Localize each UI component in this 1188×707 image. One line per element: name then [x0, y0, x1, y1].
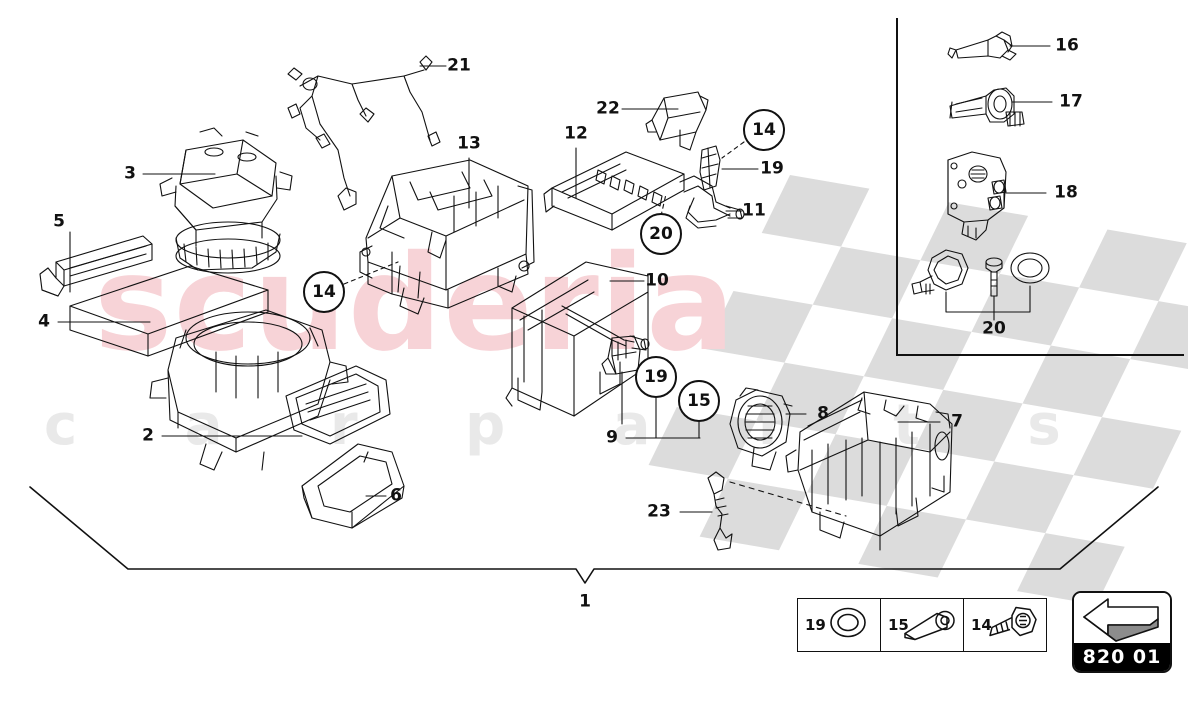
callout-label-13: 13 [457, 133, 481, 154]
callout-label-18: 18 [1054, 182, 1078, 203]
legend-cell-15: 15 [881, 599, 964, 651]
diagram-badge: 820 01 [1072, 591, 1172, 673]
callout-label-10: 10 [645, 270, 669, 291]
legend-number-14: 14 [971, 616, 992, 634]
watermark-scuderia: scuderia [94, 227, 737, 381]
callout-label-11: 11 [742, 200, 766, 221]
inset-panel-frame [896, 18, 1184, 356]
callout-label-23: 23 [647, 501, 671, 522]
callout-label-6: 6 [390, 485, 402, 506]
legend-cell-19: 19 [798, 599, 881, 651]
hardware-legend: 19 15 [797, 598, 1047, 652]
callout-label-12: 12 [564, 123, 588, 144]
hex-flange-bolt-icon [980, 602, 1042, 649]
socket-bolt-icon [897, 602, 959, 649]
watermark-carparts: c a r p a r t s [44, 393, 1105, 458]
callout-label-2: 2 [142, 425, 154, 446]
callout-label-16: 16 [1055, 35, 1079, 56]
callout-label-21: 21 [447, 55, 471, 76]
callout-label-7: 7 [951, 411, 963, 432]
callout-circle-14: 14 [743, 109, 785, 151]
legend-number-15: 15 [888, 616, 909, 634]
callout-label-19: 19 [760, 158, 784, 179]
callout-label-9: 9 [606, 427, 618, 448]
callout-circle-19: 19 [635, 356, 677, 398]
badge-number: 820 01 [1074, 643, 1170, 671]
callout-label-5: 5 [53, 211, 65, 232]
callout-label-17: 17 [1059, 91, 1083, 112]
callout-label-4: 4 [38, 311, 50, 332]
callout-label-22: 22 [596, 98, 620, 119]
callout-circle-20: 20 [640, 213, 682, 255]
o-ring-icon [818, 602, 876, 649]
callout-circle-14: 14 [303, 271, 345, 313]
callout-label-1: 1 [579, 591, 591, 612]
badge-arrow-icon [1074, 593, 1170, 643]
callout-circle-15: 15 [678, 380, 720, 422]
callout-label-3: 3 [124, 163, 136, 184]
legend-number-19: 19 [805, 616, 826, 634]
callout-label-8: 8 [817, 403, 829, 424]
legend-cell-14: 14 [964, 599, 1046, 651]
callout-label-20: 20 [982, 318, 1006, 339]
